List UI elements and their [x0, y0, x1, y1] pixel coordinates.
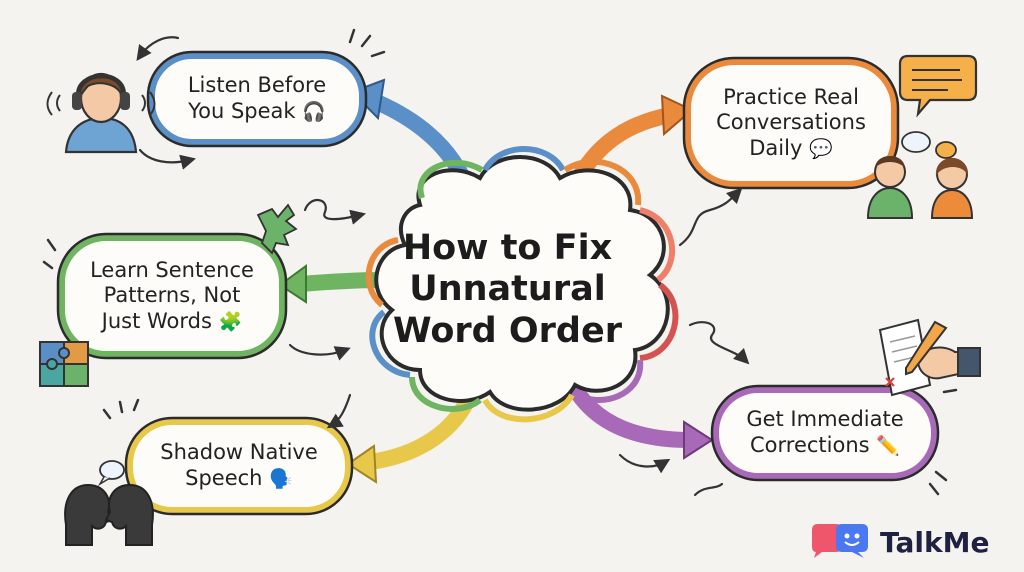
listen-node-border [149, 53, 365, 145]
corrections-node-border [713, 387, 937, 479]
headphone-person-icon [46, 72, 156, 154]
node-listen-before-you-speak: Listen Before You Speak 🎧 [156, 60, 358, 138]
squiggle-arrow [138, 148, 196, 170]
squiggle-arrow [688, 321, 750, 365]
squiggle-arrow [678, 187, 743, 247]
node-patterns-line3: Just Words [101, 308, 212, 333]
node-practice-line1: Practice Real [723, 84, 859, 109]
node-practice-line3: Daily [749, 135, 803, 160]
node-corrections-line1: Get Immediate [746, 407, 904, 432]
puzzle-emoji-icon: 🧩 [218, 310, 243, 333]
speaking-head-emoji-icon: 🗣️ [269, 468, 293, 490]
node-shadow-native-speech: Shadow Native Speech 🗣️ [134, 426, 344, 506]
shadow-node-border [127, 419, 351, 513]
central-cloud [365, 146, 679, 423]
talkme-logo-icon [812, 524, 868, 558]
speaking-heads-icon [64, 460, 154, 546]
central-topic-title: How to Fix Unnatural Word Order [393, 228, 622, 351]
node-patterns-line1: Learn Sentence [90, 257, 254, 282]
correction-paper-icon [878, 318, 932, 397]
squiggle-arrow [136, 36, 180, 62]
squiggle-arrow [288, 343, 351, 361]
node-practice-real-conversations: Practice Real Conversations Daily 💬 [692, 66, 890, 180]
brand: TalkMe [808, 522, 989, 562]
squiggle-arrow [326, 393, 352, 429]
brand-name: TalkMe [880, 525, 990, 559]
node-shadow-line2: Speech [185, 466, 263, 490]
motion-ticks [42, 28, 958, 496]
squiggle-arrow [303, 199, 366, 225]
chatting-people-icon [866, 131, 974, 219]
pencil-emoji-icon: ✏️ [876, 435, 900, 457]
node-patterns-line2: Patterns, Not [103, 283, 241, 308]
node-learn-sentence-patterns: Learn Sentence Patterns, Not Just Words … [66, 242, 278, 350]
node-listen-line1: Listen Before [187, 73, 327, 98]
node-shadow-line1: Shadow Native [160, 440, 318, 465]
patterns-node-border [59, 235, 285, 357]
squiggle-arrow [618, 453, 671, 474]
node-practice-line2: Conversations [716, 110, 866, 135]
practice-node-border [685, 59, 897, 187]
puzzle-piece-icon [256, 203, 298, 255]
speech-balloon-icon: 💬 [809, 137, 833, 160]
speech-bubble-icon [898, 54, 978, 118]
squiggle-arrow [693, 482, 724, 497]
node-listen-line2: You Speak [188, 99, 296, 123]
headphones-icon: 🎧 [302, 101, 326, 123]
node-corrections-line2: Corrections [750, 433, 870, 457]
writing-hand-icon [905, 320, 981, 380]
puzzle-icon [39, 341, 89, 387]
node-get-immediate-corrections: Get Immediate Corrections ✏️ [720, 394, 930, 472]
